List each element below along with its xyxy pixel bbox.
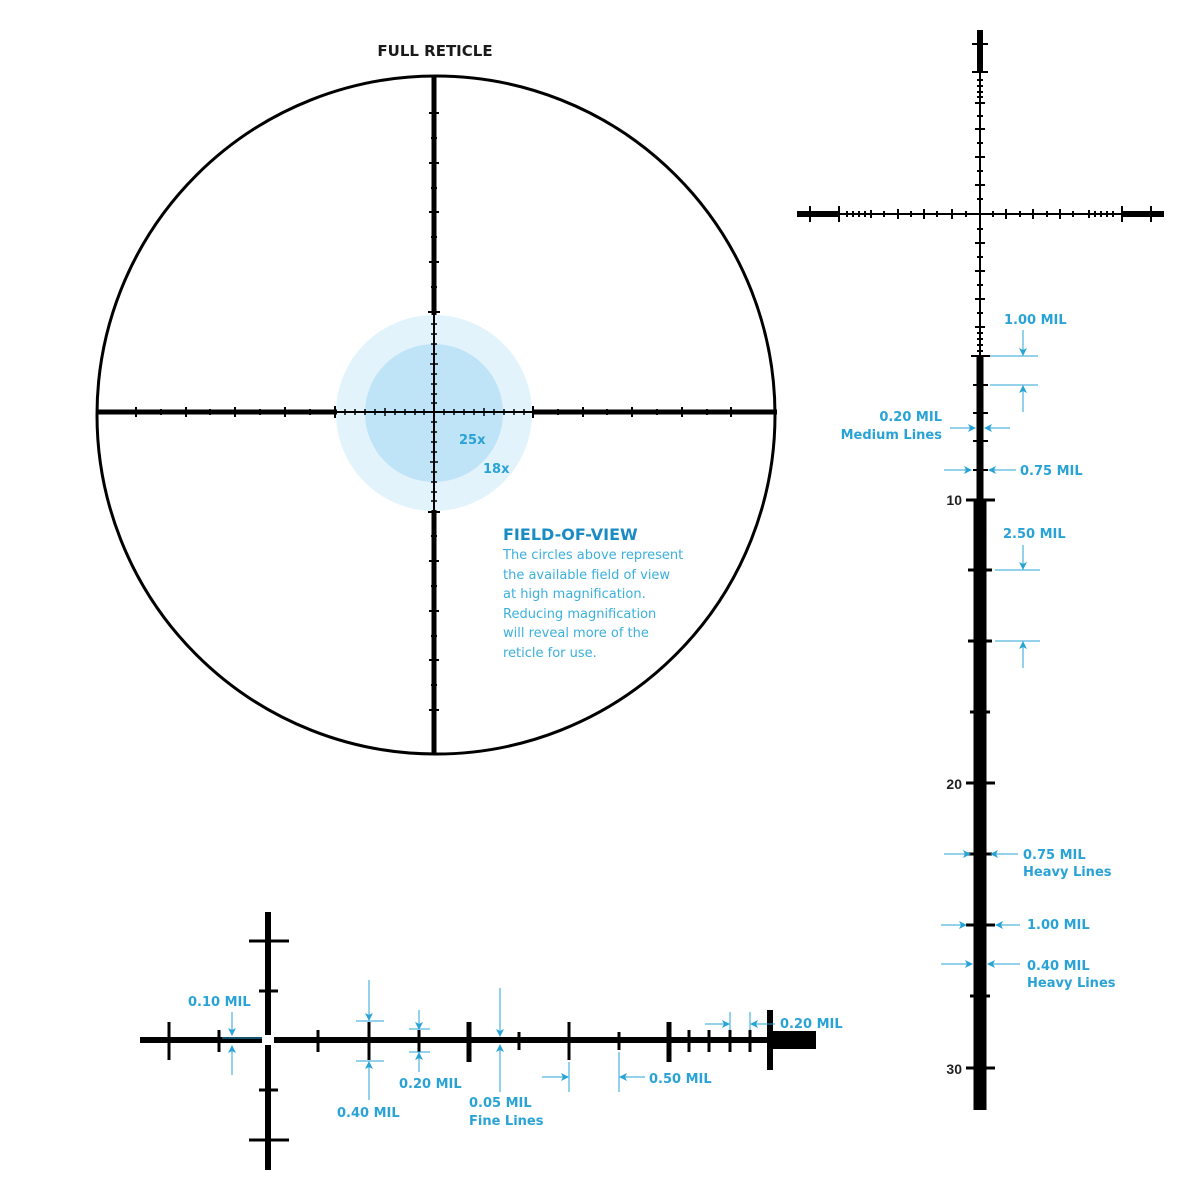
vertical-scale-detail: 10 20 30 1.00 MIL 0.20 MIL Medium Lines … [797, 30, 1164, 1110]
fov-note-line: will reveal more of the [503, 626, 649, 641]
callout-0-40-mil: 0.40 MIL [337, 1106, 400, 1121]
center-detail: 0.10 MIL 0.40 MIL 0.20 MIL 0.05 MIL Fine… [140, 912, 843, 1170]
crossbar-ticks [809, 206, 1152, 222]
callout-2-50-mil: 2.50 MIL [1003, 527, 1066, 542]
callout-0-50-mil: 0.50 MIL [649, 1072, 712, 1087]
callout-0-75-mil-heavy: 0.75 MIL [1023, 848, 1086, 863]
reticle-horizontal-ticks [135, 406, 732, 418]
fov-note: FIELD-OF-VIEW The circles above represen… [502, 525, 683, 661]
fov-note-line: Reducing magnification [503, 607, 656, 622]
fov-label-18x: 18x [483, 462, 510, 477]
fov-note-line: at high magnification. [503, 587, 646, 602]
detail-callouts: 0.10 MIL 0.40 MIL 0.20 MIL 0.05 MIL Fine… [188, 980, 843, 1129]
scale-number-20: 20 [946, 776, 962, 792]
full-reticle: FULL RETICLE [95, 42, 777, 756]
detail-heavy-post [770, 1031, 816, 1049]
detail-ticks [167, 939, 773, 1142]
callout-0-05-mil: 0.05 MIL [469, 1096, 532, 1111]
callout-0-40-mil-heavy: 0.40 MIL [1027, 959, 1090, 974]
reticle-center-fine-ticks [344, 323, 525, 502]
callout-0-20-mil: 0.20 MIL [399, 1077, 462, 1092]
scale-number-10: 10 [946, 492, 962, 508]
callout-heavy-lines-2: Heavy Lines [1027, 976, 1116, 991]
reticle-vertical-ticks [428, 112, 440, 711]
callout-fine-lines: Fine Lines [469, 1114, 544, 1129]
scale-number-30: 30 [946, 1061, 962, 1077]
vertical-heavy-ticks [966, 498, 995, 1070]
fov-label-25x: 25x [459, 433, 486, 448]
full-reticle-title: FULL RETICLE [377, 42, 492, 60]
vertical-callouts: 1.00 MIL 0.20 MIL Medium Lines 0.75 MIL … [841, 313, 1116, 991]
callout-0-20-mil: 0.20 MIL [879, 410, 942, 425]
callout-1-00-mil: 1.00 MIL [1004, 313, 1067, 328]
fov-note-line: reticle for use. [503, 646, 597, 661]
detail-center-gap [262, 1035, 274, 1045]
fov-note-line: the available field of view [503, 568, 670, 583]
callout-0-20-mil-right: 0.20 MIL [780, 1017, 843, 1032]
callout-0-10-mil: 0.10 MIL [188, 995, 251, 1010]
callout-1-00-mil-heavy: 1.00 MIL [1027, 918, 1090, 933]
fov-note-line: The circles above represent [502, 548, 683, 563]
fov-note-heading: FIELD-OF-VIEW [503, 525, 638, 544]
callout-medium-lines: Medium Lines [841, 428, 943, 443]
vertical-ticks [971, 43, 990, 471]
callout-heavy-lines: Heavy Lines [1023, 865, 1112, 880]
callout-0-75-mil: 0.75 MIL [1020, 464, 1083, 479]
